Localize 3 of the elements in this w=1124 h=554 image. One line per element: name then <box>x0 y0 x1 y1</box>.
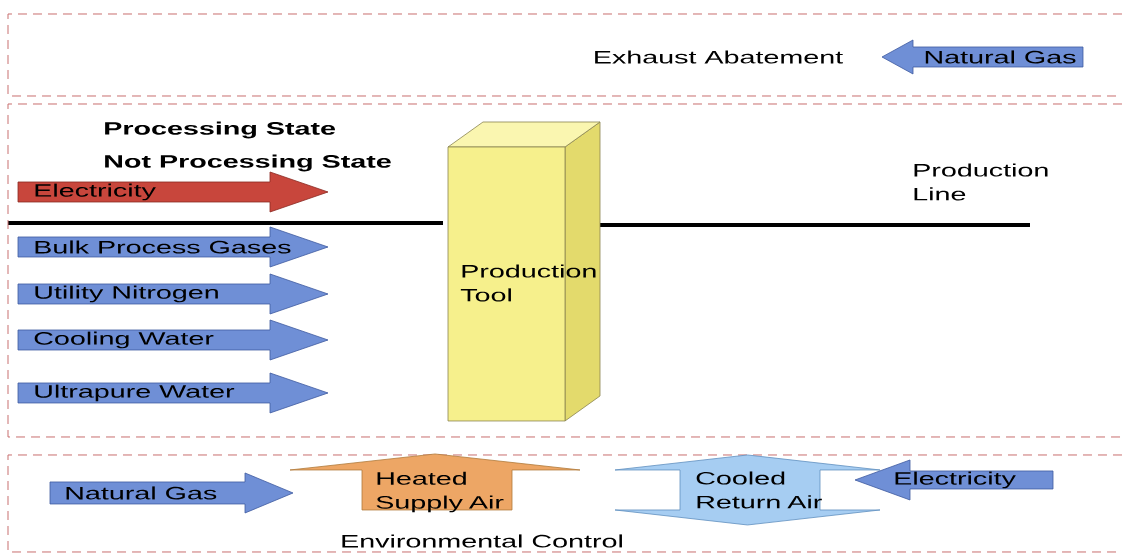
tool-box: Production Tool <box>447 121 601 422</box>
state-label: Processing State <box>105 121 335 139</box>
state-label: Not Processing State <box>105 154 391 172</box>
